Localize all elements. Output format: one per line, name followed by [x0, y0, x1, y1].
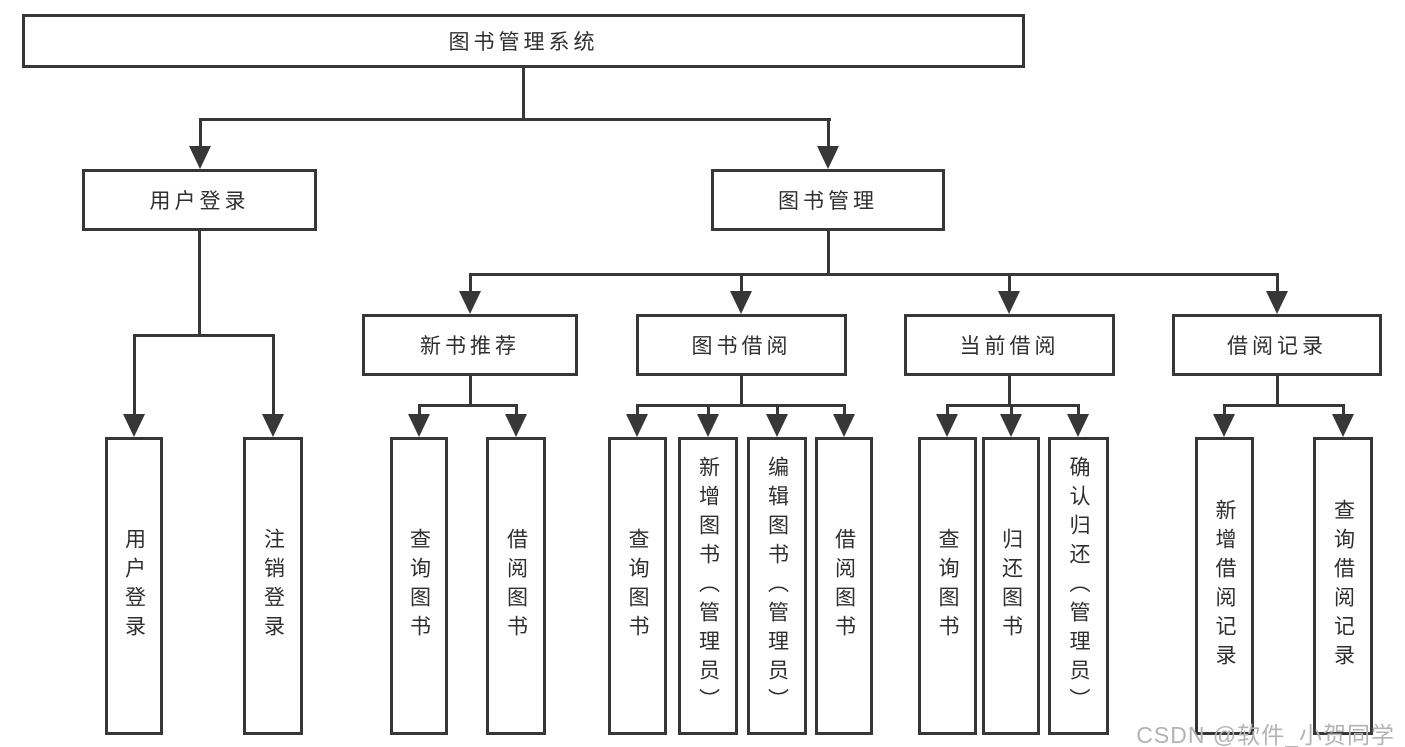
connector-line [1223, 404, 1345, 407]
node-library-management-system: 图书管理系统 [22, 14, 1025, 68]
arrow-down-icon [766, 414, 788, 437]
connector-line [776, 404, 779, 416]
connector-line [827, 118, 830, 148]
node-user-login: 用户登录 [82, 169, 317, 231]
connector-line [636, 404, 639, 416]
arrow-down-icon [626, 414, 648, 437]
arrow-down-icon [833, 414, 855, 437]
connector-line [843, 404, 846, 416]
connector-line [946, 404, 949, 416]
connector-line [740, 376, 743, 407]
connector-line [133, 334, 136, 415]
connector-line [469, 273, 1279, 276]
leaf-borrow-books: 借阅图书 [815, 437, 873, 735]
connector-line [469, 376, 472, 407]
leaf-query-books-borrowing: 查询图书 [608, 437, 667, 735]
arrow-down-icon [1213, 414, 1235, 437]
connector-line [1276, 273, 1279, 293]
connector-line [1008, 273, 1011, 293]
leaf-query-borrow-record: 查询借阅记录 [1313, 437, 1373, 735]
connector-line [418, 404, 518, 407]
node-book-management: 图书管理 [711, 169, 945, 231]
arrow-down-icon [1266, 291, 1288, 314]
connector-line [1077, 404, 1080, 416]
leaf-logout: 注销登录 [243, 437, 303, 735]
leaf-confirm-return-admin: 确认归还（管理员） [1048, 437, 1109, 735]
connector-line [199, 118, 202, 148]
connector-line [133, 334, 275, 337]
arrow-down-icon [697, 414, 719, 437]
arrow-down-icon [1067, 414, 1089, 437]
connector-line [469, 273, 472, 293]
node-book-borrowing: 图书借阅 [636, 314, 847, 376]
arrow-down-icon [262, 414, 284, 437]
connector-line [1342, 404, 1345, 416]
connector-line [515, 404, 518, 416]
arrow-down-icon [189, 146, 211, 169]
leaf-add-book-admin: 新增图书（管理员） [678, 437, 738, 735]
connector-line [272, 334, 275, 415]
connector-line [1008, 376, 1011, 407]
connector-line [636, 404, 846, 407]
arrow-down-icon [730, 291, 752, 314]
leaf-edit-book-admin: 编辑图书（管理员） [747, 437, 807, 735]
leaf-user-login: 用户登录 [105, 437, 163, 735]
arrow-down-icon [817, 146, 839, 169]
connector-line [946, 404, 1080, 407]
connector-line [740, 273, 743, 293]
connector-line [1276, 376, 1279, 407]
leaf-return-books: 归还图书 [982, 437, 1040, 735]
arrow-down-icon [1332, 414, 1354, 437]
arrow-down-icon [936, 414, 958, 437]
arrow-down-icon [459, 291, 481, 314]
connector-line [522, 68, 525, 119]
connector-line [827, 231, 830, 274]
arrow-down-icon [505, 414, 527, 437]
node-current-borrowing: 当前借阅 [904, 314, 1115, 376]
leaf-borrow-books-recommend: 借阅图书 [486, 437, 546, 735]
arrow-down-icon [123, 414, 145, 437]
leaf-query-books-recommend: 查询图书 [390, 437, 448, 735]
connector-line [418, 404, 421, 416]
connector-line [1010, 404, 1013, 416]
arrow-down-icon [998, 291, 1020, 314]
csdn-watermark: CSDN @软件_小贺同学 [1136, 722, 1395, 747]
arrow-down-icon [1000, 414, 1022, 437]
leaf-add-borrow-record: 新增借阅记录 [1195, 437, 1254, 735]
arrow-down-icon [408, 414, 430, 437]
node-borrowing-records: 借阅记录 [1172, 314, 1382, 376]
connector-line [1223, 404, 1226, 416]
connector-line [707, 404, 710, 416]
connector-line [198, 231, 201, 335]
leaf-query-books-current: 查询图书 [918, 437, 977, 735]
connector-line [199, 118, 831, 121]
node-new-book-recommend: 新书推荐 [362, 314, 578, 376]
